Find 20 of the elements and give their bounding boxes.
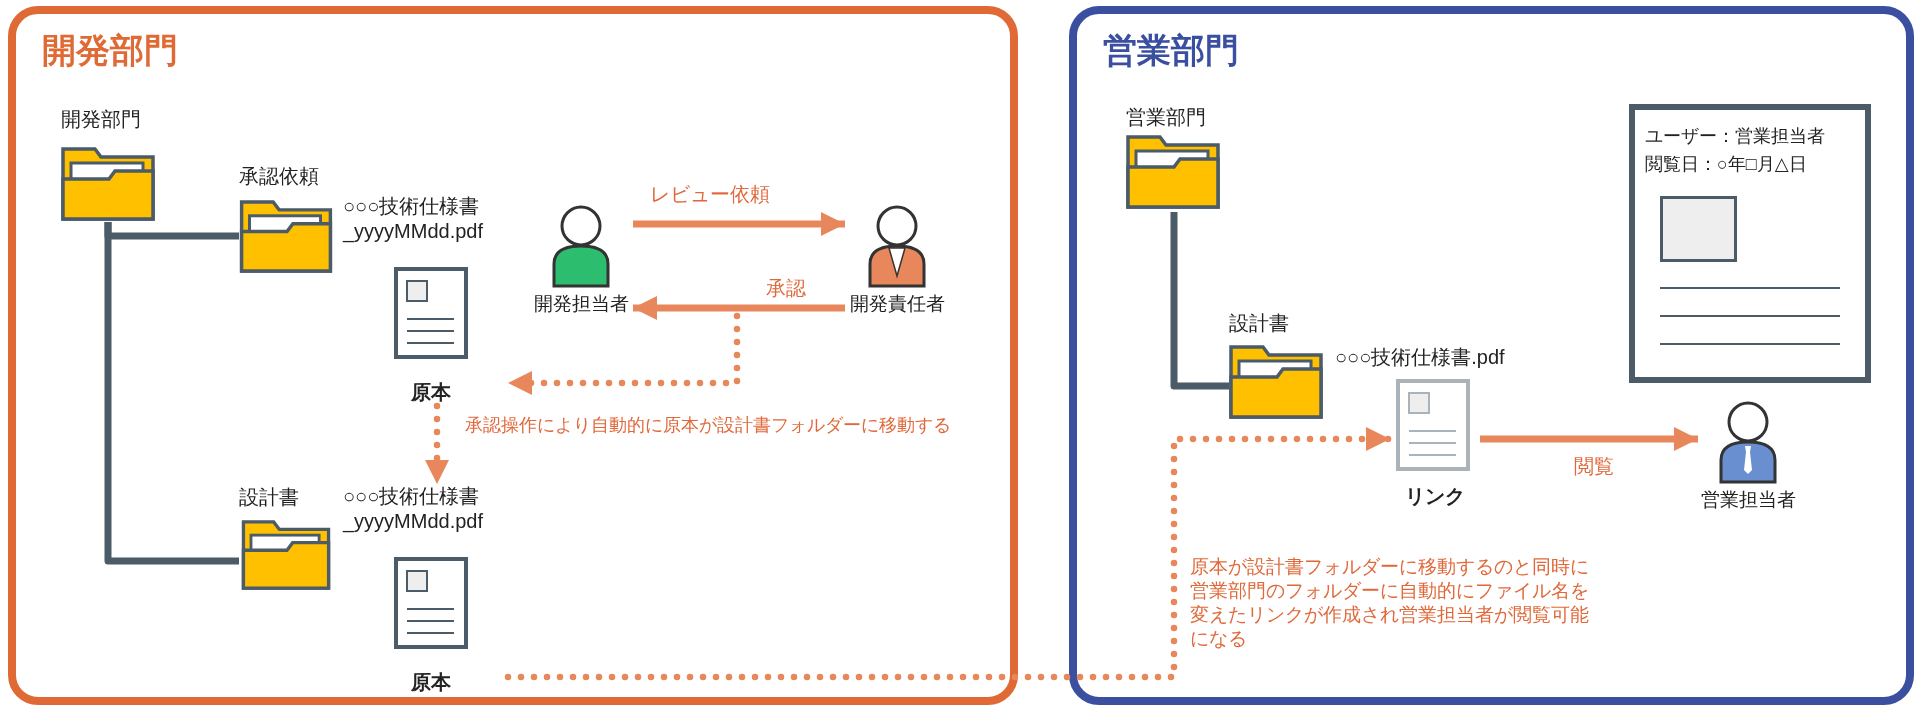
file-name: ○○○技術仕様書 _yyyyMMdd.pdf bbox=[343, 484, 485, 534]
panel-title: 営業部門 bbox=[1103, 30, 1239, 71]
file-name: ○○○技術仕様書 _yyyyMMdd.pdf bbox=[343, 194, 485, 244]
folder-label: 承認依頼 bbox=[239, 164, 320, 189]
folder-label: 設計書 bbox=[1229, 311, 1290, 336]
document-caption: 原本 bbox=[411, 380, 451, 405]
file-name: ○○○技術仕様書.pdf bbox=[1335, 345, 1505, 370]
preview-text: ユーザー：営業担当者 bbox=[1645, 125, 1826, 148]
document-caption: リンク bbox=[1405, 484, 1465, 509]
person-name: 開発責任者 bbox=[849, 292, 945, 316]
document-preview bbox=[1629, 104, 1871, 383]
folder-label: 開発部門 bbox=[61, 107, 142, 132]
edge-label: 承認 bbox=[764, 275, 808, 301]
person-name: 開発担当者 bbox=[533, 292, 629, 316]
folder-label: 営業部門 bbox=[1126, 105, 1207, 130]
preview-text: 閲覧日：○年□月△日 bbox=[1645, 153, 1808, 176]
document-caption: 原本 bbox=[411, 670, 451, 695]
person-name: 営業担当者 bbox=[1700, 488, 1796, 512]
panel-title: 開発部門 bbox=[42, 30, 178, 71]
folder-label: 設計書 bbox=[239, 485, 300, 510]
